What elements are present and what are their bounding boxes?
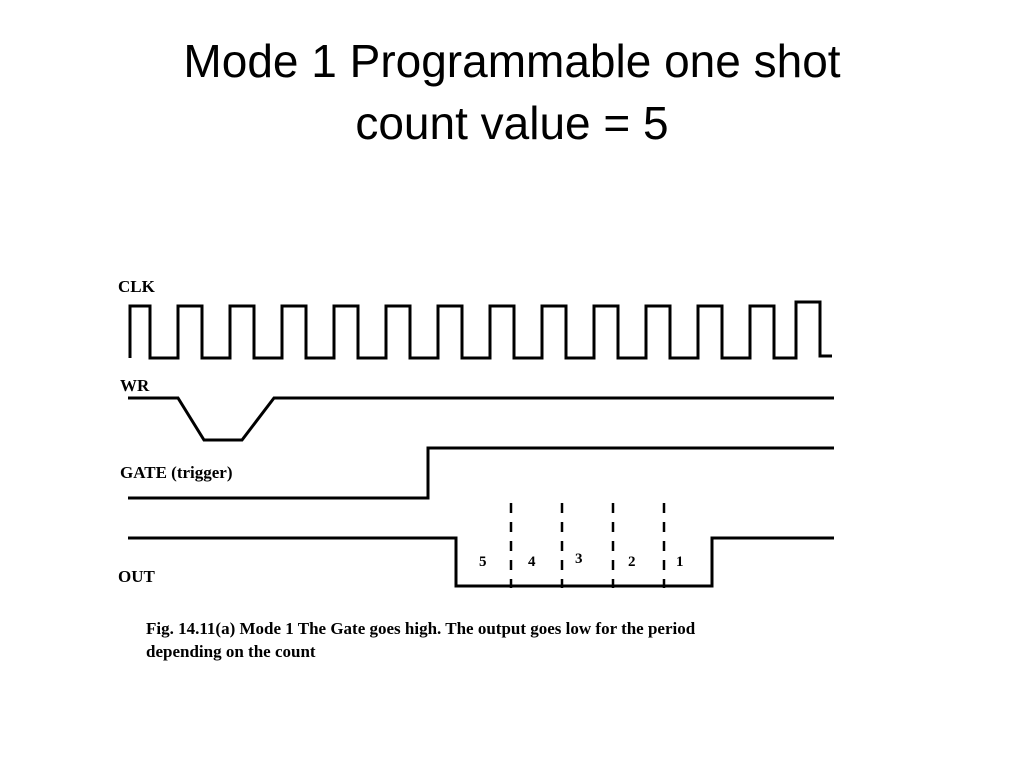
title-line-1: Mode 1 Programmable one shot [183,35,841,87]
count-label-1: 1 [676,554,684,570]
figure-caption-line-2: depending on the count [146,642,316,661]
clk-waveform [128,300,832,360]
count-label-3: 3 [575,551,583,567]
figure-caption-line-1: Fig. 14.11(a) Mode 1 The Gate goes high.… [146,619,696,638]
count-label-5: 5 [479,554,487,570]
out-waveform [128,536,834,588]
count-label-2: 2 [628,554,636,570]
slide-title: Mode 1 Programmable one shot count value… [0,30,1024,154]
wr-waveform [128,396,834,442]
gate-waveform [128,446,834,500]
gate-label: GATE (trigger) [120,463,233,482]
wr-label: WR [120,376,150,395]
title-line-2: count value = 5 [355,97,669,149]
count-label-4: 4 [528,554,536,570]
clk-label: CLK [118,277,156,296]
out-label: OUT [118,567,156,586]
